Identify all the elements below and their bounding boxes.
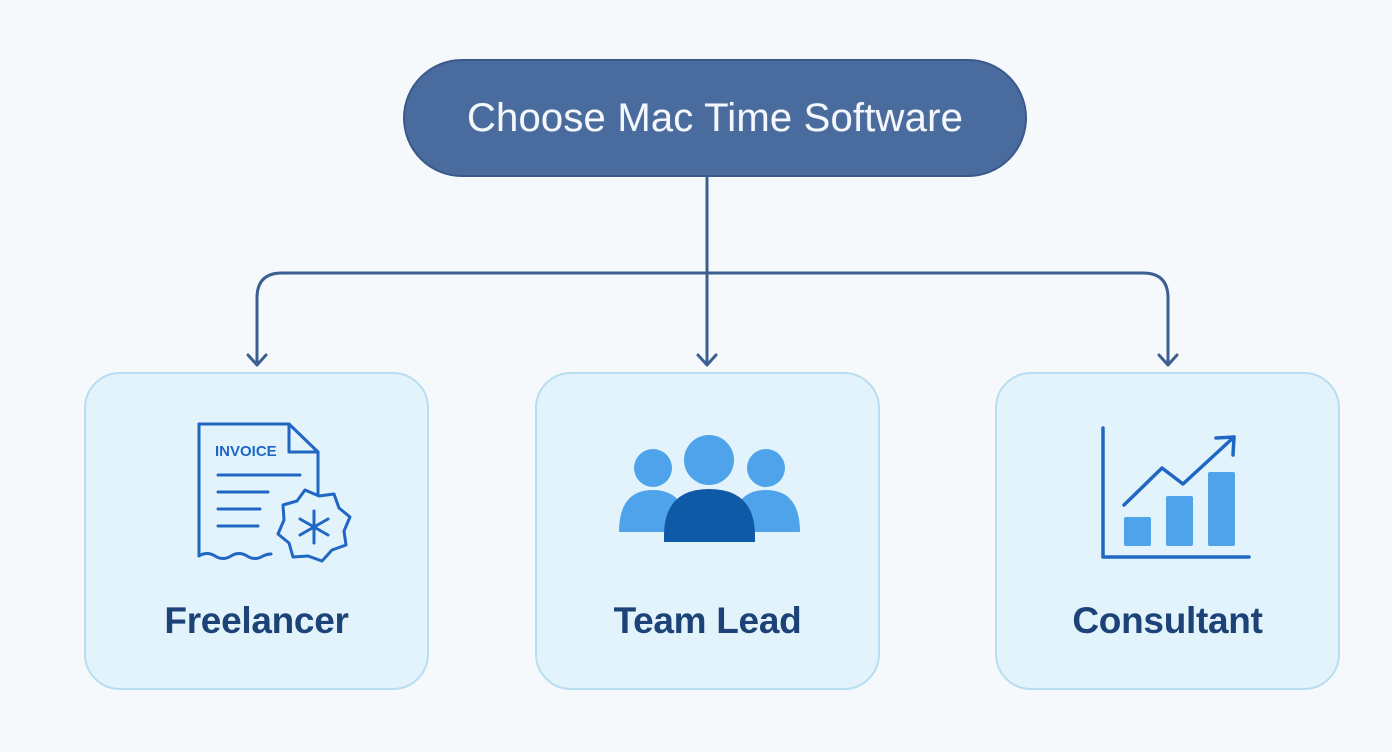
team-icon <box>619 435 800 542</box>
arrowhead-team-lead <box>696 353 718 367</box>
option-label-team-lead: Team Lead <box>613 600 802 641</box>
option-card-team-lead: Team Lead <box>535 372 880 690</box>
invoice-icon-label: INVOICE <box>215 443 277 460</box>
option-label-freelancer: Freelancer <box>164 600 349 641</box>
option-card-consultant: Consultant <box>995 372 1340 690</box>
invoice-icon: INVOICE <box>197 422 352 563</box>
connector-branch-consultant <box>705 271 1170 366</box>
option-card-freelancer: INVOICE Freelancer <box>84 372 429 690</box>
root-node: Choose Mac Time Software <box>403 59 1027 177</box>
connector-branch-freelancer <box>255 271 709 366</box>
growth-chart-icon <box>1101 426 1251 559</box>
root-label: Choose Mac Time Software <box>466 95 964 140</box>
arrowhead-freelancer <box>246 353 268 367</box>
option-label-consultant: Consultant <box>1072 600 1263 641</box>
arrowhead-consultant <box>1157 353 1179 367</box>
